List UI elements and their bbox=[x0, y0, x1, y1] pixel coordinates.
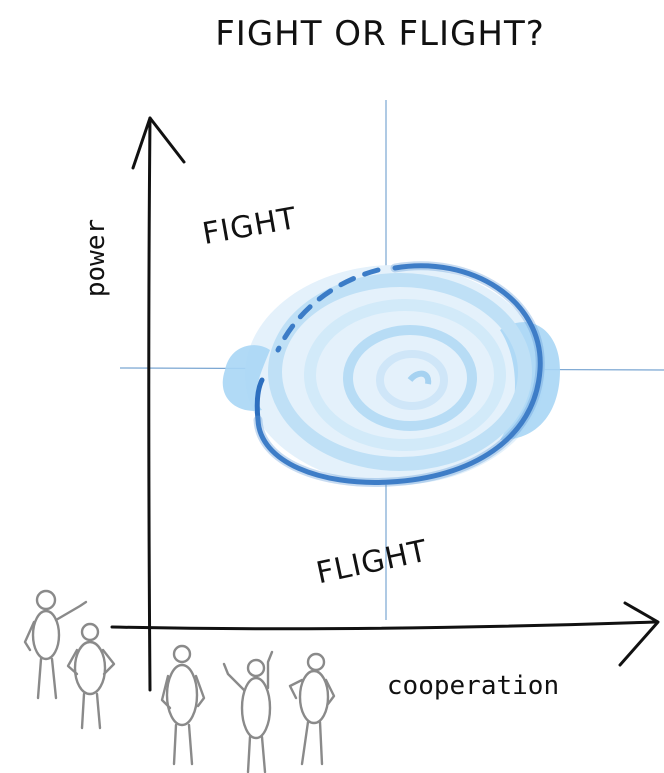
person-figure bbox=[288, 652, 336, 766]
person-figure bbox=[160, 644, 206, 766]
quadrant-label-flight: FLIGHT bbox=[313, 534, 431, 592]
y-axis-label: power bbox=[81, 219, 111, 297]
person-figure bbox=[66, 622, 116, 730]
x-axis-label: cooperation bbox=[387, 671, 559, 701]
people-group bbox=[23, 589, 336, 773]
x-axis bbox=[110, 601, 660, 667]
diagram-title: FIGHT OR FLIGHT? bbox=[215, 14, 545, 54]
quadrant-label-fight: FIGHT bbox=[200, 201, 300, 252]
swirl-cloud bbox=[222, 261, 560, 487]
y-axis bbox=[131, 116, 186, 692]
person-figure bbox=[222, 650, 274, 773]
person-figure bbox=[23, 589, 88, 700]
